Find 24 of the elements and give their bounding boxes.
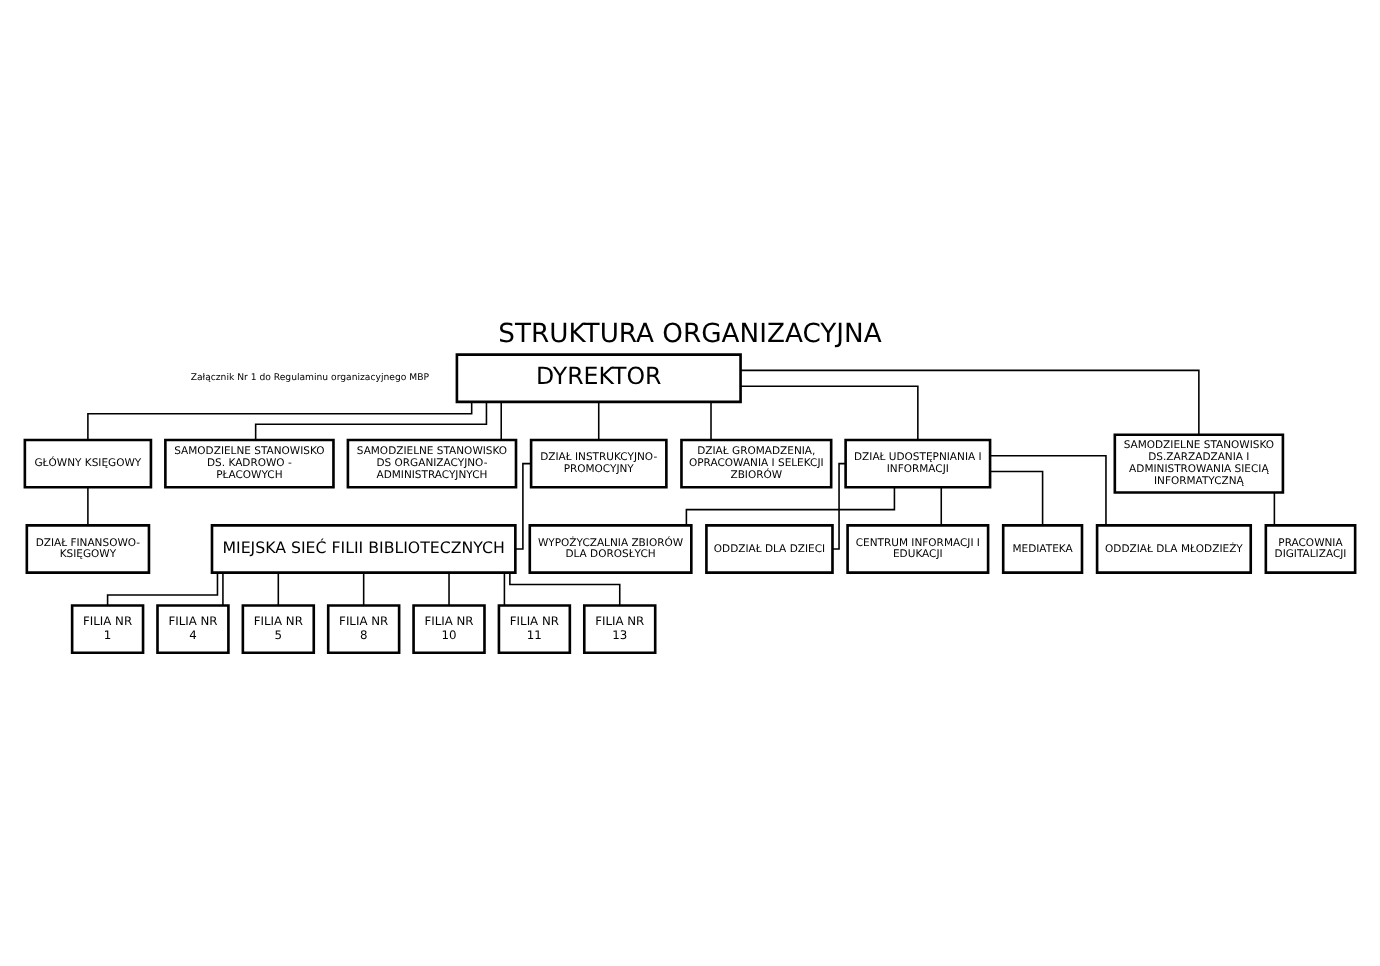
connector bbox=[989, 453, 1107, 525]
connector bbox=[362, 571, 365, 605]
connector bbox=[448, 571, 450, 605]
connector bbox=[1273, 490, 1276, 525]
node-box: DYREKTOR bbox=[455, 352, 742, 403]
connector bbox=[509, 571, 621, 605]
connector bbox=[106, 571, 219, 606]
connector bbox=[989, 469, 1044, 526]
connector bbox=[254, 400, 488, 440]
connector bbox=[87, 400, 473, 440]
connector bbox=[514, 461, 532, 549]
connector bbox=[87, 485, 89, 526]
connector bbox=[710, 400, 712, 440]
diagram-title: STRUKTURA ORGANIZACYJNA bbox=[498, 318, 882, 349]
connector bbox=[940, 485, 943, 526]
connector bbox=[685, 485, 896, 525]
connector bbox=[222, 571, 224, 605]
connector bbox=[500, 400, 503, 440]
connector bbox=[739, 368, 1200, 435]
connector bbox=[277, 571, 280, 605]
connector bbox=[831, 461, 846, 549]
connector bbox=[503, 571, 506, 605]
connector bbox=[597, 400, 600, 440]
connector bbox=[740, 384, 919, 440]
